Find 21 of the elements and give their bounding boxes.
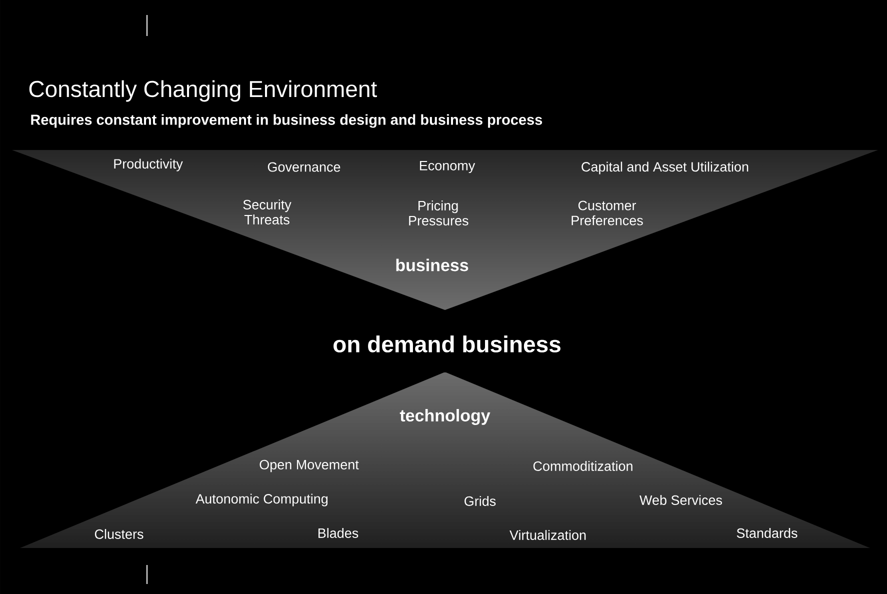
keyword-text: Grids <box>464 496 496 506</box>
subtitle: Requires constant improvement in business design and business process <box>31 114 542 128</box>
keyword-text: Standards <box>736 528 798 538</box>
keyword-text: Autonomic Computing <box>196 494 328 506</box>
title: Constantly Changing Environment <box>29 80 377 102</box>
keyword-text: Security Threats <box>243 200 292 224</box>
keyword-text: Pricing Pressures <box>409 200 468 226</box>
keyword-text: Governance <box>268 162 340 172</box>
heading-text: business <box>396 258 468 272</box>
keyword-text: Economy <box>420 160 476 174</box>
keyword-text: Blades <box>318 528 358 538</box>
heading-text: technology <box>400 409 490 425</box>
keyword-text: Customer Preferences <box>572 200 643 226</box>
keyword-text: Open Movement <box>260 460 359 472</box>
keyword-text: Capital and Asset Utilization <box>582 162 748 174</box>
keyword-text: Productivity <box>114 158 183 172</box>
keyword-text: Commoditization <box>533 461 632 471</box>
keyword-text: Clusters <box>94 529 144 539</box>
keyword-text: Virtualization <box>510 530 586 540</box>
center-heading: on demand business <box>334 336 560 352</box>
keyword-text: Web Services <box>640 495 722 505</box>
